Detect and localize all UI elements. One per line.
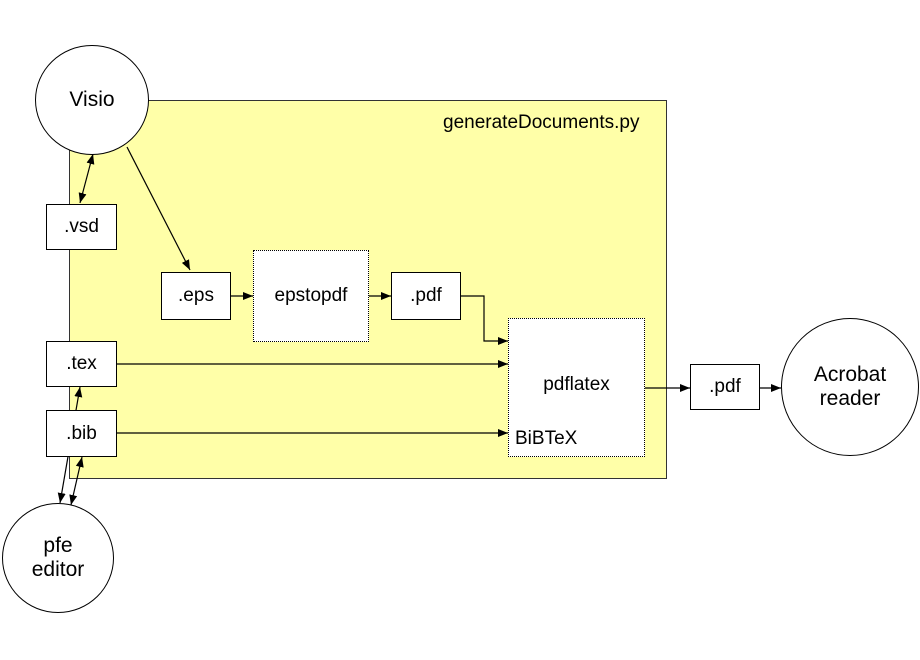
tex-label: .tex (66, 353, 97, 374)
epstopdf-process-node: epstopdf (253, 250, 369, 342)
bibtex-label: BiBTeX (515, 428, 578, 449)
bib-file-node: .bib (46, 410, 117, 457)
tex-file-node: .tex (46, 341, 117, 387)
pfe-editor-node: pfe editor (2, 503, 114, 613)
pdf-output-node: .pdf (690, 364, 760, 410)
script-region-label: generateDocuments.py (443, 112, 640, 133)
visio-label: Visio (69, 88, 115, 111)
edge-visio-eps (126, 146, 191, 271)
pdflatex-process-node: pdflatex BiBTeX (508, 318, 645, 457)
visio-node: Visio (35, 45, 149, 155)
pfe-line2: editor (31, 558, 85, 581)
pdf-intermediate-label: .pdf (410, 285, 442, 306)
pdf-output-label: .pdf (709, 376, 741, 397)
pdflatex-label: pdflatex (543, 373, 610, 395)
edge-pdf-pdflatex (461, 295, 508, 345)
eps-label: .eps (178, 285, 214, 306)
acrobat-line1: Acrobat (813, 363, 887, 386)
pfe-line1: pfe (43, 534, 73, 557)
vsd-label: .vsd (64, 216, 99, 237)
edge-visio-vsd (78, 153, 95, 204)
acrobat-line2: reader (819, 387, 881, 410)
pdf-intermediate-node: .pdf (391, 272, 461, 320)
epstopdf-label: epstopdf (274, 285, 348, 306)
vsd-file-node: .vsd (46, 204, 117, 250)
acrobat-reader-node: Acrobat reader (781, 318, 919, 456)
eps-file-node: .eps (161, 272, 231, 320)
edge-pfe-bib (69, 456, 84, 506)
bib-label: .bib (66, 422, 97, 444)
